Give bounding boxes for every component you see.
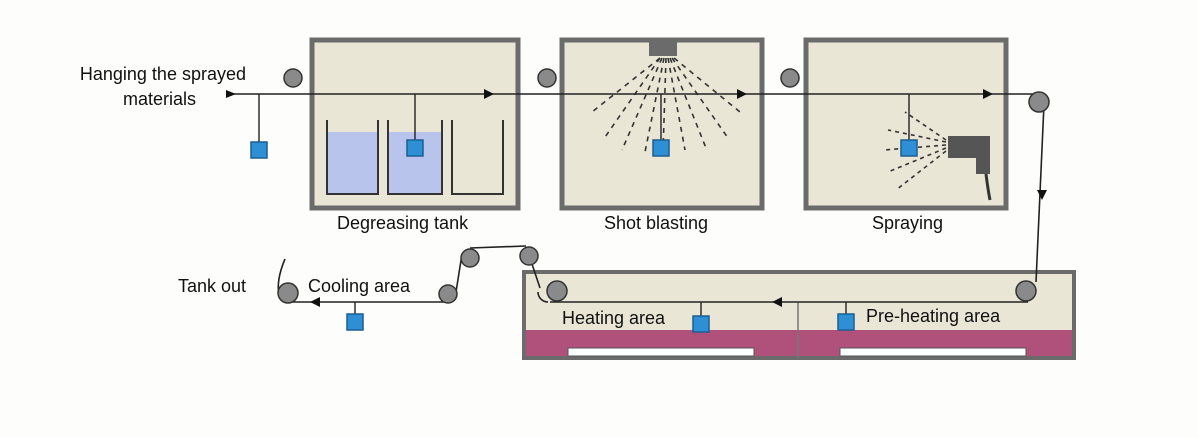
spray-gun-icon bbox=[948, 136, 992, 201]
arrow-icon bbox=[310, 297, 320, 307]
shot-blasting-chamber bbox=[559, 37, 765, 211]
spraying-chamber bbox=[803, 37, 1009, 211]
label-hanging-line1: Hanging the sprayed bbox=[80, 64, 246, 84]
blast-nozzle bbox=[649, 42, 677, 56]
label-degreasing: Degreasing tank bbox=[337, 213, 469, 233]
roller bbox=[1015, 280, 1037, 302]
roller bbox=[1028, 91, 1050, 113]
roller bbox=[277, 282, 299, 304]
paint-spray-lines bbox=[883, 111, 947, 191]
hanger-lines bbox=[258, 94, 910, 316]
arrow-icon bbox=[772, 297, 782, 307]
label-hanging-line2: materials bbox=[123, 89, 196, 109]
part-icon bbox=[652, 139, 670, 157]
roller bbox=[780, 68, 800, 88]
roller bbox=[546, 280, 568, 302]
arrow-icon bbox=[983, 89, 993, 99]
roller bbox=[438, 284, 458, 304]
part-icon bbox=[837, 313, 855, 331]
label-cooling: Cooling area bbox=[308, 276, 411, 296]
degreasing-liquid-1 bbox=[327, 132, 377, 194]
rollers bbox=[277, 68, 1050, 304]
part-icon bbox=[692, 315, 710, 333]
label-tank-out: Tank out bbox=[178, 276, 246, 296]
part-icon bbox=[250, 141, 268, 159]
part-icon bbox=[346, 313, 364, 331]
label-heating: Heating area bbox=[562, 308, 666, 328]
roller bbox=[460, 248, 480, 268]
blast-spray-lines bbox=[591, 57, 741, 153]
arrow-icon bbox=[226, 90, 236, 98]
arrow-icon bbox=[737, 89, 747, 99]
oven-chamber bbox=[522, 270, 1076, 360]
roller bbox=[519, 246, 539, 266]
part-icon bbox=[406, 139, 424, 157]
roller bbox=[283, 68, 303, 88]
label-spraying: Spraying bbox=[872, 213, 943, 233]
arrow-icon bbox=[1037, 190, 1047, 200]
roller bbox=[537, 68, 557, 88]
arrow-icon bbox=[484, 89, 494, 99]
label-shot-blasting: Shot blasting bbox=[604, 213, 708, 233]
part-icon bbox=[900, 139, 918, 157]
hung-parts bbox=[250, 139, 918, 333]
label-preheating: Pre-heating area bbox=[866, 306, 1001, 326]
direction-arrows bbox=[226, 89, 1047, 307]
degreasing-chamber bbox=[309, 37, 521, 211]
